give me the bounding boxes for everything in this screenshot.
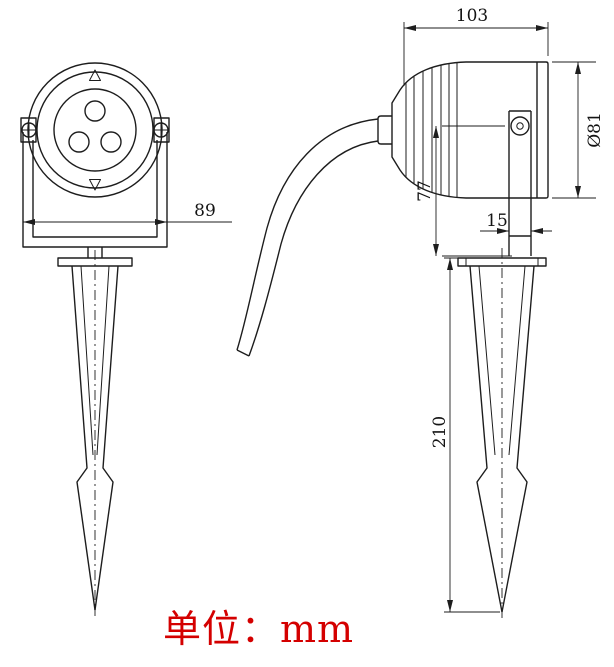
orientation-mark-bottom-icon bbox=[89, 179, 101, 191]
lamp-outer-rim bbox=[27, 62, 163, 198]
right-screw-icon bbox=[153, 122, 169, 138]
left-screw-tab bbox=[20, 117, 37, 143]
side-lamp-body bbox=[377, 61, 549, 199]
left-screw-cross-icon bbox=[22, 123, 36, 137]
dim-label-body-diameter: Ø81 bbox=[585, 112, 605, 148]
led-hole-top bbox=[84, 100, 106, 122]
led-hole-right bbox=[100, 131, 122, 153]
spike-inner-lines bbox=[478, 265, 526, 456]
spike-right-edge bbox=[501, 265, 535, 613]
dim-label-stem-width: 15 bbox=[486, 211, 508, 231]
dim-arrow-bottom-icon bbox=[575, 186, 581, 198]
pivot-screw-icon bbox=[510, 116, 530, 136]
dim-stem-width: 15 bbox=[480, 211, 552, 234]
dim-arrow-right-icon bbox=[531, 228, 543, 234]
cable-lower-edge bbox=[248, 140, 379, 357]
left-screw-icon bbox=[21, 122, 37, 138]
side-view: 103 Ø81 77 15 bbox=[236, 6, 605, 620]
dim-label-front-bracket-width: 89 bbox=[194, 201, 216, 221]
spike-flange bbox=[457, 257, 547, 267]
orientation-mark-top-icon bbox=[89, 69, 101, 81]
front-lamp-head bbox=[20, 62, 170, 198]
lamp-inner-rim bbox=[36, 71, 154, 189]
spike-flange bbox=[57, 257, 133, 267]
dim-label-spike-length: 210 bbox=[430, 416, 450, 448]
extension-lines bbox=[442, 125, 512, 257]
dim-bracket-height: 77 bbox=[415, 125, 512, 257]
bracket-stem bbox=[87, 247, 103, 258]
spike-left-edge bbox=[71, 265, 96, 611]
dim-arrow-left-icon bbox=[23, 219, 35, 225]
dim-arrow-top-icon bbox=[447, 258, 453, 270]
right-screw-cross-icon bbox=[154, 123, 168, 137]
front-spike bbox=[57, 250, 133, 616]
dim-arrow-top-icon bbox=[575, 62, 581, 74]
front-bracket bbox=[22, 132, 168, 258]
dim-arrow-left-icon bbox=[404, 25, 416, 31]
unit-label: 单位：mm bbox=[163, 607, 354, 651]
dim-arrow-right-icon bbox=[536, 25, 548, 31]
extension-lines bbox=[552, 61, 596, 199]
dim-arrow-bottom-icon bbox=[447, 600, 453, 612]
spike-inner-lines bbox=[80, 265, 110, 456]
cable-cut-end bbox=[236, 349, 250, 357]
dim-arrow-right-icon bbox=[155, 219, 167, 225]
dim-label-body-length: 103 bbox=[456, 6, 488, 26]
dim-arrow-left-icon bbox=[497, 228, 509, 234]
lens-bezel bbox=[53, 88, 137, 172]
body-outline bbox=[391, 61, 549, 199]
cable-upper-edge bbox=[236, 118, 379, 351]
power-cable bbox=[236, 118, 379, 357]
right-screw-tab bbox=[153, 117, 170, 143]
side-spike bbox=[457, 248, 547, 620]
bracket-arm bbox=[508, 110, 532, 256]
pivot-screw-center-icon bbox=[516, 122, 524, 130]
spike-right-edge bbox=[94, 265, 119, 611]
led-hole-left bbox=[68, 131, 90, 153]
dim-label-bracket-height: 77 bbox=[415, 180, 435, 202]
heatsink-fins bbox=[405, 62, 458, 198]
dim-spike-length: 210 bbox=[430, 257, 500, 613]
bracket-outer-outline bbox=[22, 132, 168, 248]
front-view: 89 bbox=[20, 62, 232, 616]
dim-arrow-top-icon bbox=[433, 126, 439, 138]
spike-left-edge bbox=[469, 265, 503, 613]
dim-body-diameter: Ø81 bbox=[552, 61, 605, 199]
dim-body-length: 103 bbox=[403, 6, 549, 86]
cable-gland bbox=[377, 115, 392, 145]
extension-lines bbox=[444, 257, 500, 613]
extension-lines bbox=[403, 22, 549, 86]
dim-front-bracket-width: 89 bbox=[23, 201, 232, 225]
bracket-inner-outline bbox=[32, 140, 158, 238]
side-bracket bbox=[508, 110, 532, 256]
dim-arrow-bottom-icon bbox=[433, 244, 439, 256]
spike-flange-ticks bbox=[465, 258, 539, 266]
